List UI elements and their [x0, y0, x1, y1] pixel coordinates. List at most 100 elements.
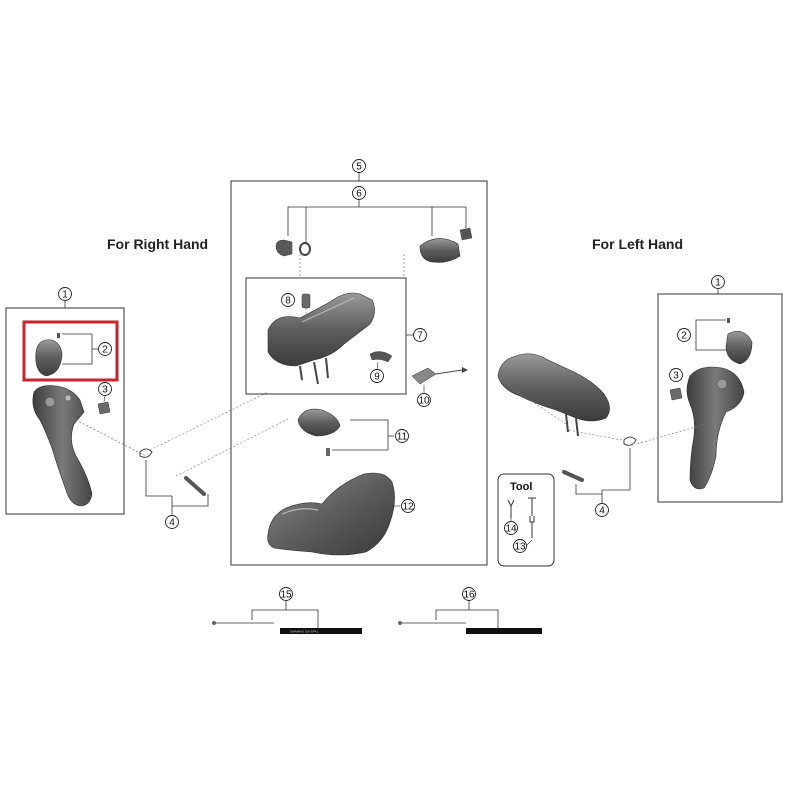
part-7-bracket-body	[267, 292, 375, 367]
left-part-3-block	[669, 387, 683, 401]
part-4-left	[139, 391, 291, 516]
callout-13: 13	[513, 539, 527, 553]
part-2-screw	[57, 333, 60, 338]
cable-16-assembly	[398, 600, 542, 634]
callout-number: 10	[418, 395, 430, 406]
part-3-block	[97, 401, 111, 415]
left-hand-frame	[657, 293, 783, 503]
callout-number: 3	[673, 370, 679, 381]
left-hand-heading: For Left Hand	[592, 236, 683, 252]
callout-number: 2	[102, 344, 108, 355]
callout-circle	[462, 587, 476, 601]
part-4-right-rod	[562, 470, 584, 482]
callout-circle	[504, 521, 518, 535]
part-2-bracket	[62, 333, 93, 365]
callout-3: 3	[98, 382, 112, 396]
left-part-2-bracket	[695, 319, 726, 351]
part-10-tip	[462, 367, 468, 373]
callout-3-left-hand: 3	[669, 368, 683, 382]
left-lever-dash-leader	[635, 419, 721, 445]
part-15-wire-end	[212, 621, 216, 625]
callout-10: 10	[417, 393, 431, 407]
callout-circle	[279, 587, 293, 601]
part-16-wire-end	[398, 621, 402, 625]
part-10-wire	[411, 367, 437, 385]
part-13-tool	[528, 497, 536, 538]
part-12-hood-highlight	[281, 508, 319, 515]
part-11-screw	[326, 448, 330, 456]
part-4-right-dash	[567, 429, 623, 441]
part-15-housing	[280, 628, 362, 634]
right-hand-heading: For Right Hand	[107, 236, 209, 252]
center-assembly	[230, 172, 488, 566]
callout-number: 11	[397, 431, 408, 442]
part-6-bracket-b	[305, 207, 433, 243]
part-6-bracket	[287, 206, 467, 236]
part-15-print: SHIMANO SIS-SP41	[290, 630, 318, 634]
part-9-leader	[376, 361, 379, 371]
callout-14: 14	[504, 521, 518, 535]
part-4-left-pin	[139, 448, 153, 458]
callout-8: 8	[281, 293, 295, 307]
callout-circle	[669, 368, 683, 382]
callout-number: 8	[285, 295, 291, 306]
callout-circle	[417, 393, 431, 407]
right-lever-bolt	[64, 394, 72, 402]
callout-16: 16	[462, 587, 476, 601]
left-lever-pivot	[716, 378, 728, 390]
tool-box-title: Tool	[510, 481, 532, 493]
callout-1-left-hand: 1	[711, 275, 725, 289]
callout-4: 4	[165, 515, 179, 529]
callout-number: 12	[402, 501, 414, 512]
right-lever-body	[32, 385, 93, 507]
left-hand-bracket-body	[497, 353, 610, 437]
part-15-bracket	[251, 609, 319, 628]
right-lever-dash-leader	[71, 417, 147, 457]
part-12-hood	[267, 472, 395, 556]
callout-12: 12	[401, 499, 415, 513]
callout-circle	[98, 342, 112, 356]
callout-number: 5	[356, 161, 362, 172]
callout-circle	[370, 369, 384, 383]
left-part-2-screw	[727, 318, 730, 323]
callout-circle	[395, 429, 409, 443]
part-7-frame	[245, 277, 407, 395]
callout-6: 6	[352, 186, 366, 200]
callout-4-left-hand: 4	[595, 503, 609, 517]
part-2-cover	[35, 339, 63, 377]
left-bracket-dash	[499, 379, 567, 425]
callout-2-left-hand: 2	[677, 328, 691, 342]
left-bracket-post	[565, 413, 579, 437]
callout-circle	[98, 382, 112, 396]
callout-circle	[595, 503, 609, 517]
part-4-right-pin	[623, 436, 637, 446]
callout-circle	[281, 293, 295, 307]
part-14-tool	[507, 499, 515, 518]
part-6-bolt	[275, 239, 293, 257]
part-11-body	[297, 408, 341, 437]
part-4-left-dash	[149, 391, 291, 477]
callout-number: 15	[280, 589, 292, 600]
callout-number: 3	[102, 384, 108, 395]
part-10-rod	[435, 369, 463, 375]
callout-9: 9	[370, 369, 384, 383]
callout-number: 1	[62, 289, 68, 300]
callout-number: 4	[599, 505, 605, 516]
part-7-post	[299, 357, 329, 385]
callout-circle	[413, 328, 427, 342]
part-6-clamp-nut	[459, 227, 473, 241]
left-part-2-cover	[725, 331, 753, 365]
callout-number: 16	[463, 589, 475, 600]
tool-box: Tool	[497, 473, 555, 567]
right-hand-assembly	[5, 300, 147, 515]
part-6-clamp	[419, 238, 461, 263]
part-6-washer	[299, 242, 311, 256]
callout-circle	[352, 159, 366, 173]
part-9-spring	[369, 351, 393, 363]
part-6-dash	[299, 254, 405, 276]
part-16-bracket	[435, 609, 499, 628]
callout-number: 7	[417, 330, 423, 341]
part-8-bolt	[301, 293, 311, 309]
part-3-leader	[103, 395, 106, 403]
